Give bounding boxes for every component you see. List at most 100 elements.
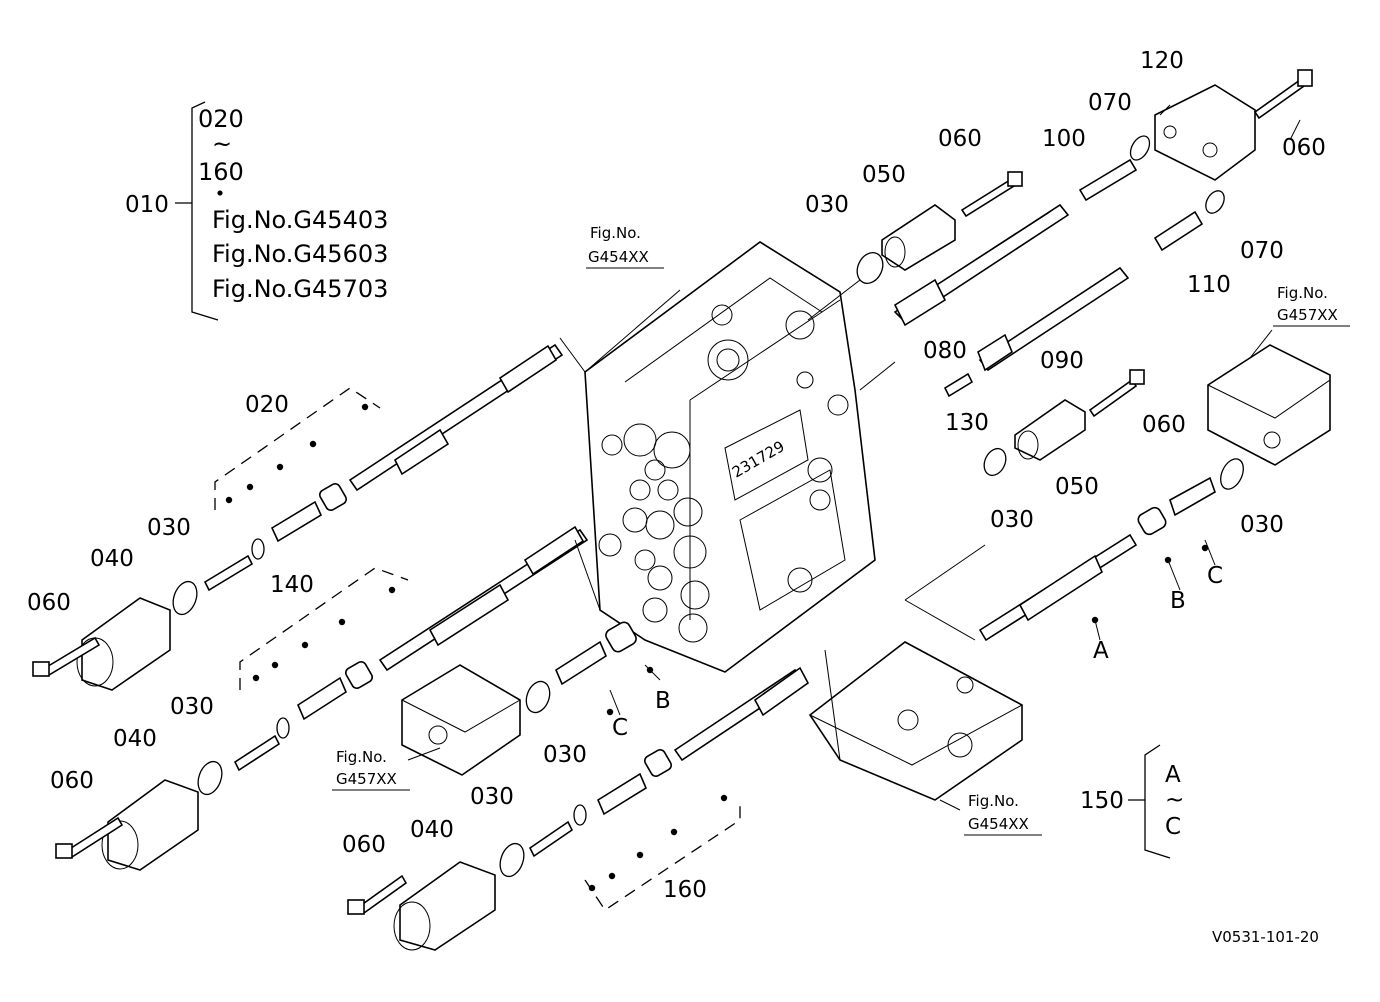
- callout-070: 070: [1088, 90, 1132, 116]
- bracket-140: [239, 567, 409, 690]
- callout-040: 040: [90, 546, 134, 572]
- label-010: 010: [125, 192, 169, 218]
- range-a: A: [1165, 762, 1181, 788]
- ref-g457-right: Fig.No. G457XX: [1273, 284, 1350, 327]
- valve-body-outline: [584, 241, 876, 673]
- oring-030-b: [983, 447, 1007, 477]
- group-010-legend: 010 020 ~ 160 ・ Fig.No.G45403 Fig.No.G45…: [125, 101, 388, 321]
- callouts: 120 070 060 100 060 050 030 070 110 080 …: [27, 48, 1326, 903]
- washer-160: [573, 804, 587, 826]
- callout-100: 100: [1042, 126, 1086, 152]
- svg-text:G454XX: G454XX: [588, 248, 649, 266]
- callout-030: 030: [543, 742, 587, 768]
- bolt-060-d: [32, 636, 101, 677]
- callout-070: 070: [1240, 238, 1284, 264]
- spool-090: [977, 266, 1130, 372]
- group-150-legend: 150 A ~ C: [1080, 762, 1184, 840]
- callout-090: 090: [1040, 348, 1084, 374]
- svg-text:Fig.No.: Fig.No.: [336, 748, 387, 766]
- spool-080: [893, 203, 1070, 327]
- callout-030: 030: [170, 694, 214, 720]
- plunger-140: [233, 734, 281, 772]
- spring-c-mid: [554, 640, 608, 686]
- ref-g457-left: Fig.No. G457XX: [332, 748, 410, 791]
- block-g454-bottom: [808, 641, 1023, 801]
- callout-030: 030: [470, 784, 514, 810]
- range-tilde-150: ~: [1165, 787, 1184, 813]
- callout-130: 130: [945, 410, 989, 436]
- svg-text:Fig.No.: Fig.No.: [1277, 284, 1328, 302]
- ref-g454-top: Fig.No. G454XX: [586, 224, 664, 269]
- washer-140: [276, 717, 290, 739]
- callout-040: 040: [410, 817, 454, 843]
- washer-020: [251, 538, 265, 560]
- callout-030: 030: [147, 515, 191, 541]
- retainer-b-mid: [605, 621, 637, 653]
- svg-text:G457XX: G457XX: [336, 770, 397, 788]
- group-010-bracket: [191, 101, 219, 321]
- cap-040-b: [101, 779, 199, 871]
- callout-b: B: [655, 688, 671, 714]
- label-150: 150: [1080, 788, 1124, 814]
- callout-030: 030: [805, 192, 849, 218]
- block-g457-right: [1207, 344, 1331, 466]
- callout-040: 040: [113, 726, 157, 752]
- callout-060: 060: [1142, 412, 1186, 438]
- callout-060: 060: [938, 126, 982, 152]
- retainer-160: [644, 749, 672, 777]
- oring-030-g: [499, 842, 525, 878]
- callout-030: 030: [1240, 512, 1284, 538]
- callout-110: 110: [1187, 272, 1231, 298]
- callout-050: 050: [1055, 474, 1099, 500]
- bracket-160: [584, 800, 741, 911]
- callout-b: B: [1170, 588, 1186, 614]
- retainer-020: [319, 483, 347, 511]
- oring-030-d: [172, 580, 198, 616]
- callout-060: 060: [1282, 135, 1326, 161]
- callout-030: 030: [990, 507, 1034, 533]
- cap-040-c: [393, 861, 496, 951]
- bracket-020: [214, 387, 381, 510]
- range-start-020: 020: [198, 105, 244, 133]
- callout-c: C: [1207, 563, 1223, 589]
- ref-g454-bottom: Fig.No. G454XX: [964, 792, 1042, 836]
- svg-text:G457XX: G457XX: [1277, 306, 1338, 324]
- cover-120: [1154, 84, 1256, 181]
- oring-070-b: [1205, 190, 1225, 214]
- spring-020: [270, 500, 323, 543]
- oring-070-top: [1129, 135, 1151, 161]
- fig-g45703: Fig.No.G45703: [212, 275, 388, 303]
- pin-130: [943, 372, 974, 398]
- fig-g45403: Fig.No.G45403: [212, 206, 388, 234]
- bolt-060-c: [1088, 369, 1145, 418]
- oring-030-c: [1220, 458, 1244, 490]
- callout-060: 060: [50, 768, 94, 794]
- leader-lines: [407, 104, 1301, 811]
- valve-body: 231729: [584, 241, 876, 673]
- callout-120: 120: [1140, 48, 1184, 74]
- range-tilde: ~: [212, 130, 232, 158]
- oring-030-e: [197, 760, 223, 796]
- spool-020: [348, 343, 564, 492]
- range-c: C: [1165, 814, 1181, 840]
- plunger-020: [203, 554, 254, 592]
- range-bullet: ・: [208, 180, 232, 208]
- fig-g45603: Fig.No.G45603: [212, 240, 388, 268]
- range-end-160: 160: [198, 158, 244, 186]
- callout-080: 080: [923, 338, 967, 364]
- callout-060: 060: [27, 590, 71, 616]
- spring-110: [1153, 210, 1204, 252]
- spring-c-right: [1169, 476, 1216, 517]
- bolt-060-b: [960, 171, 1023, 218]
- group-150-bracket: [1144, 744, 1171, 859]
- callout-c: C: [612, 715, 628, 741]
- spring-100: [1078, 158, 1138, 202]
- svg-text:Fig.No.: Fig.No.: [590, 224, 641, 242]
- retainer-b-right: [1137, 506, 1167, 536]
- svg-text:G454XX: G454XX: [968, 815, 1029, 833]
- svg-text:Fig.No.: Fig.No.: [968, 792, 1019, 810]
- oring-030-top: [856, 251, 884, 285]
- callout-020: 020: [245, 392, 289, 418]
